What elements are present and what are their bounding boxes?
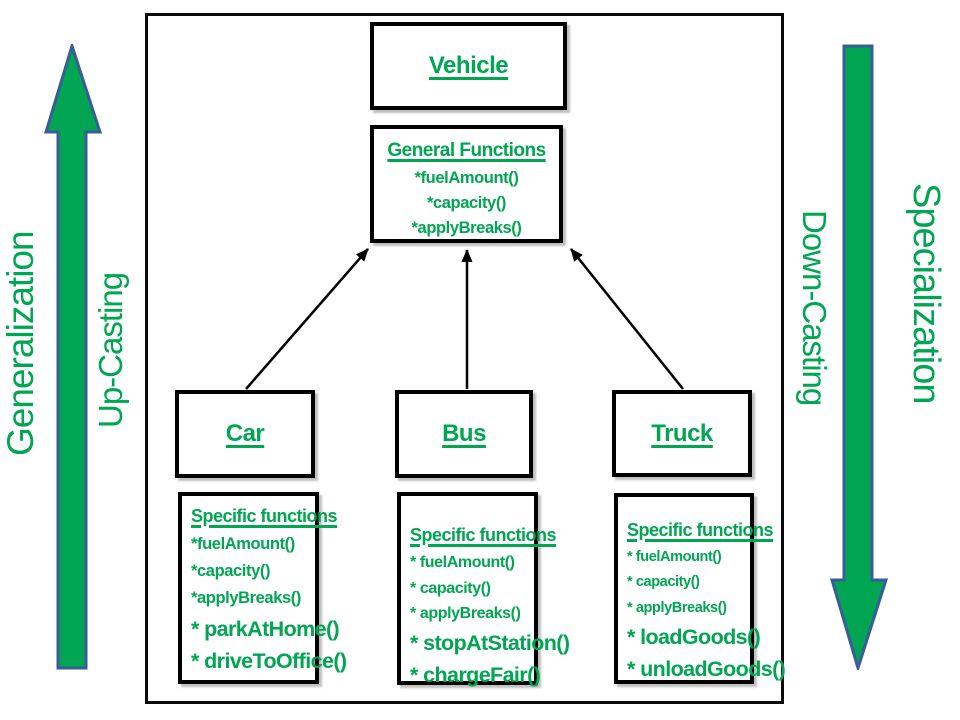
specific-functions-title: Specific functions (410, 525, 557, 545)
function-item: *applyBreaks() (411, 218, 522, 237)
up-casting-arrow (44, 44, 102, 670)
general-functions-box: General Functions *fuelAmount() *capacit… (370, 125, 563, 243)
function-item: * applyBreaks() (410, 605, 521, 623)
function-item: * unloadGoods() (627, 657, 786, 682)
up-casting-label: Up-Casting (92, 272, 129, 428)
function-item: * loadGoods() (627, 625, 761, 650)
function-item: * parkAtHome() (191, 616, 340, 641)
specific-functions-title: Specific functions (627, 520, 774, 540)
down-casting-label: Down-Casting (796, 210, 833, 406)
function-item: * capacity() (627, 574, 700, 591)
down-casting-arrow (830, 44, 888, 670)
vehicle-class-box: Vehicle (370, 22, 567, 110)
function-item: * applyBreaks() (627, 599, 727, 616)
function-item: * chargeFair() (410, 663, 541, 688)
down-arrow-shape (830, 44, 888, 670)
specific-functions-title: Specific functions (191, 506, 338, 526)
function-item: *fuelAmount() (414, 169, 519, 187)
function-item: * driveToOffice() (191, 648, 347, 673)
function-item: * stopAtStation() (410, 630, 570, 655)
specialization-label: Specialization (905, 182, 947, 404)
truck-title: Truck (651, 419, 713, 447)
function-item: * capacity() (410, 579, 491, 597)
diagram-frame (145, 13, 784, 704)
function-item: *fuelAmount() (191, 535, 295, 553)
bus-specific-functions-box: Specific functions * fuelAmount() * capa… (397, 492, 570, 687)
bus-class-box: Bus (395, 390, 533, 478)
truck-class-box: Truck (612, 390, 752, 477)
function-item: * fuelAmount() (627, 549, 722, 565)
bus-title: Bus (442, 420, 486, 447)
function-item: *applyBreaks() (191, 589, 301, 608)
up-arrow-shape (44, 44, 102, 670)
car-specific-functions-box: Specific functions *fuelAmount() *capaci… (178, 492, 347, 684)
vehicle-title: Vehicle (428, 52, 509, 79)
truck-specific-functions-box: Specific functions * fuelAmount() * capa… (614, 493, 786, 684)
function-item: *capacity() (191, 562, 271, 581)
car-class-box: Car (175, 390, 315, 478)
car-title: Car (225, 420, 265, 447)
general-functions-title: General Functions (387, 140, 546, 161)
function-item: *capacity() (426, 193, 507, 212)
function-item: * fuelAmount() (410, 554, 515, 571)
